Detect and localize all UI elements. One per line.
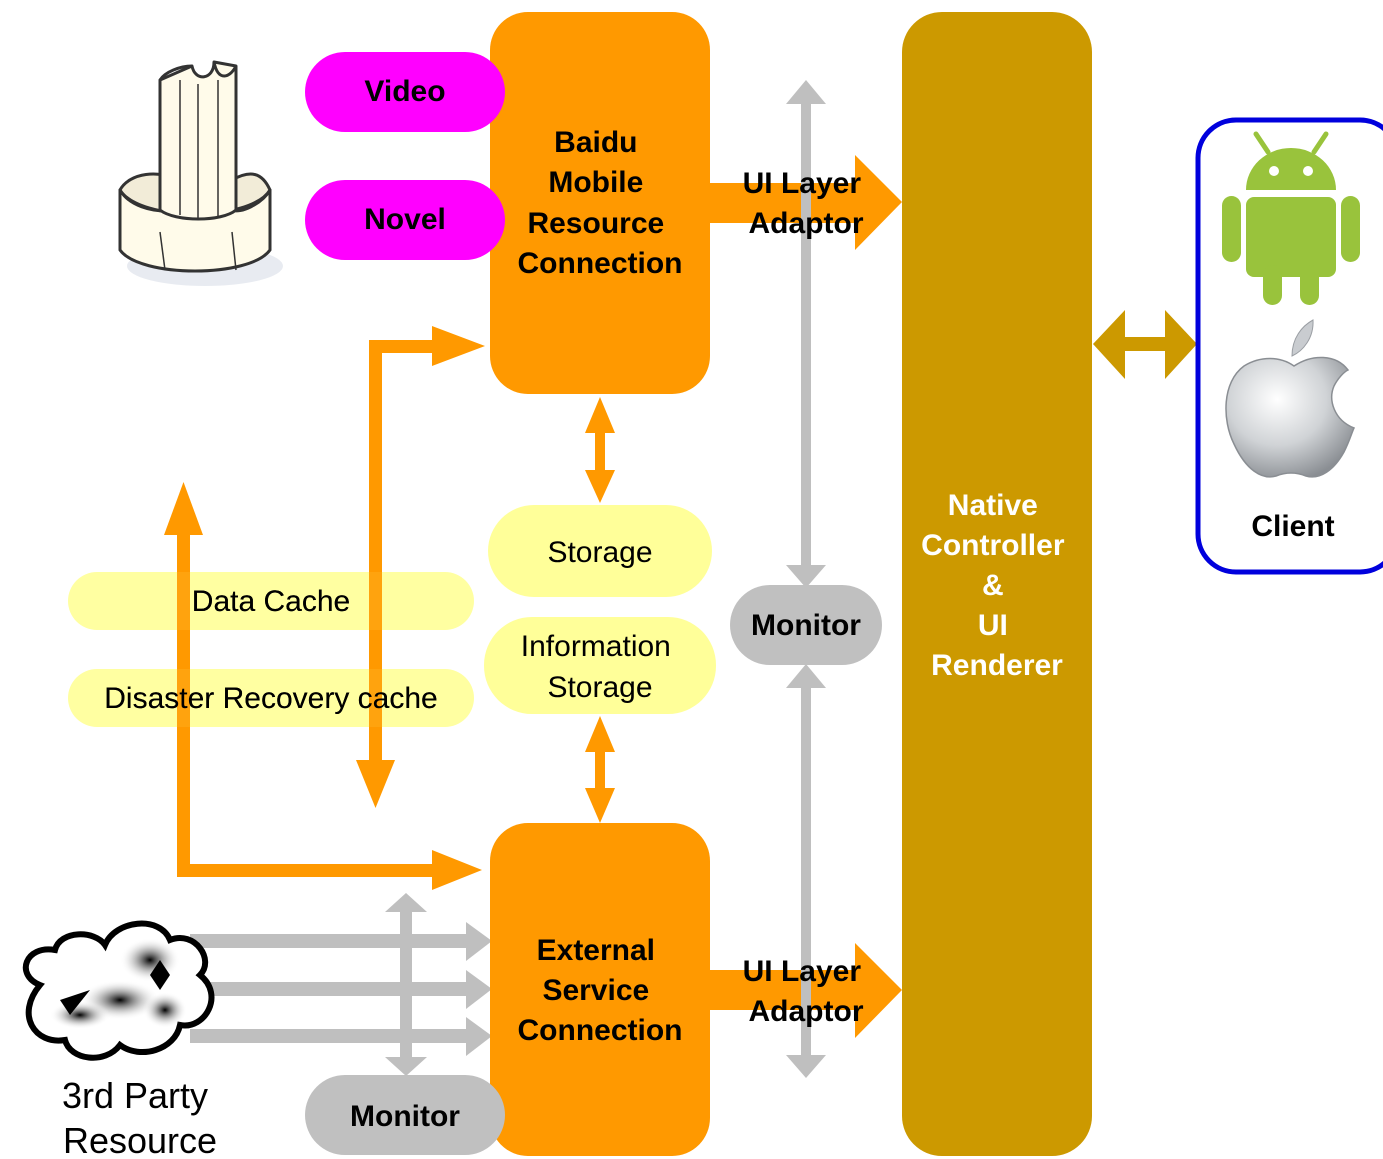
data-cache-label-overlay: Data Cache (192, 585, 350, 618)
apple-icon (1225, 319, 1356, 478)
android-icon (1222, 131, 1360, 305)
baidu-resource-box (490, 12, 710, 394)
video-pill (305, 52, 505, 132)
monitor-mid-label: Monitor (751, 609, 861, 642)
monitor-bottom-pill (305, 1075, 505, 1155)
client-label: Client (1251, 510, 1334, 543)
novel-pill (305, 180, 505, 260)
baidu-storage-arrow (585, 397, 615, 503)
ui-adaptor-arrow-bottom (708, 943, 902, 1038)
third-party-arrows (190, 893, 492, 1076)
cloud-icon (22, 920, 215, 1061)
info-external-arrow (585, 716, 615, 823)
monitor-bottom-label: Monitor (350, 1100, 460, 1133)
third-party-label: 3rd Party Resource (62, 1075, 218, 1159)
native-renderer-label: Native Controller & UI Renderer (921, 489, 1073, 682)
native-renderer-box (902, 12, 1092, 1156)
novel-label: Novel (364, 203, 446, 236)
monitor-line-mid (786, 80, 826, 1078)
external-service-box (490, 823, 710, 1156)
ui-adaptor-label-top: UI Layer Adaptor (743, 167, 870, 240)
disaster-cache-label: Disaster Recovery cache (104, 682, 437, 715)
cache-to-baidu-arrow (356, 326, 485, 808)
storage-pill (488, 505, 712, 597)
external-service-label: External Service Connection (518, 934, 683, 1047)
video-label: Video (364, 75, 445, 108)
baidu-resource-label: Baidu Mobile Resource Connection (518, 126, 683, 280)
storage-label: Storage (547, 536, 652, 569)
native-client-arrow (1093, 310, 1197, 379)
ui-adaptor-arrow-top (708, 155, 902, 250)
tower-icon (118, 60, 283, 286)
monitor-mid-pill (730, 585, 882, 665)
info-storage-label: Information Storage (521, 630, 679, 704)
info-storage-pill (484, 617, 716, 714)
ui-adaptor-label-bottom: UI Layer Adaptor (743, 955, 870, 1028)
disaster-cache-label-overlay: Disaster Recovery cache (104, 682, 437, 715)
data-cache-label: Data Cache (192, 585, 350, 618)
